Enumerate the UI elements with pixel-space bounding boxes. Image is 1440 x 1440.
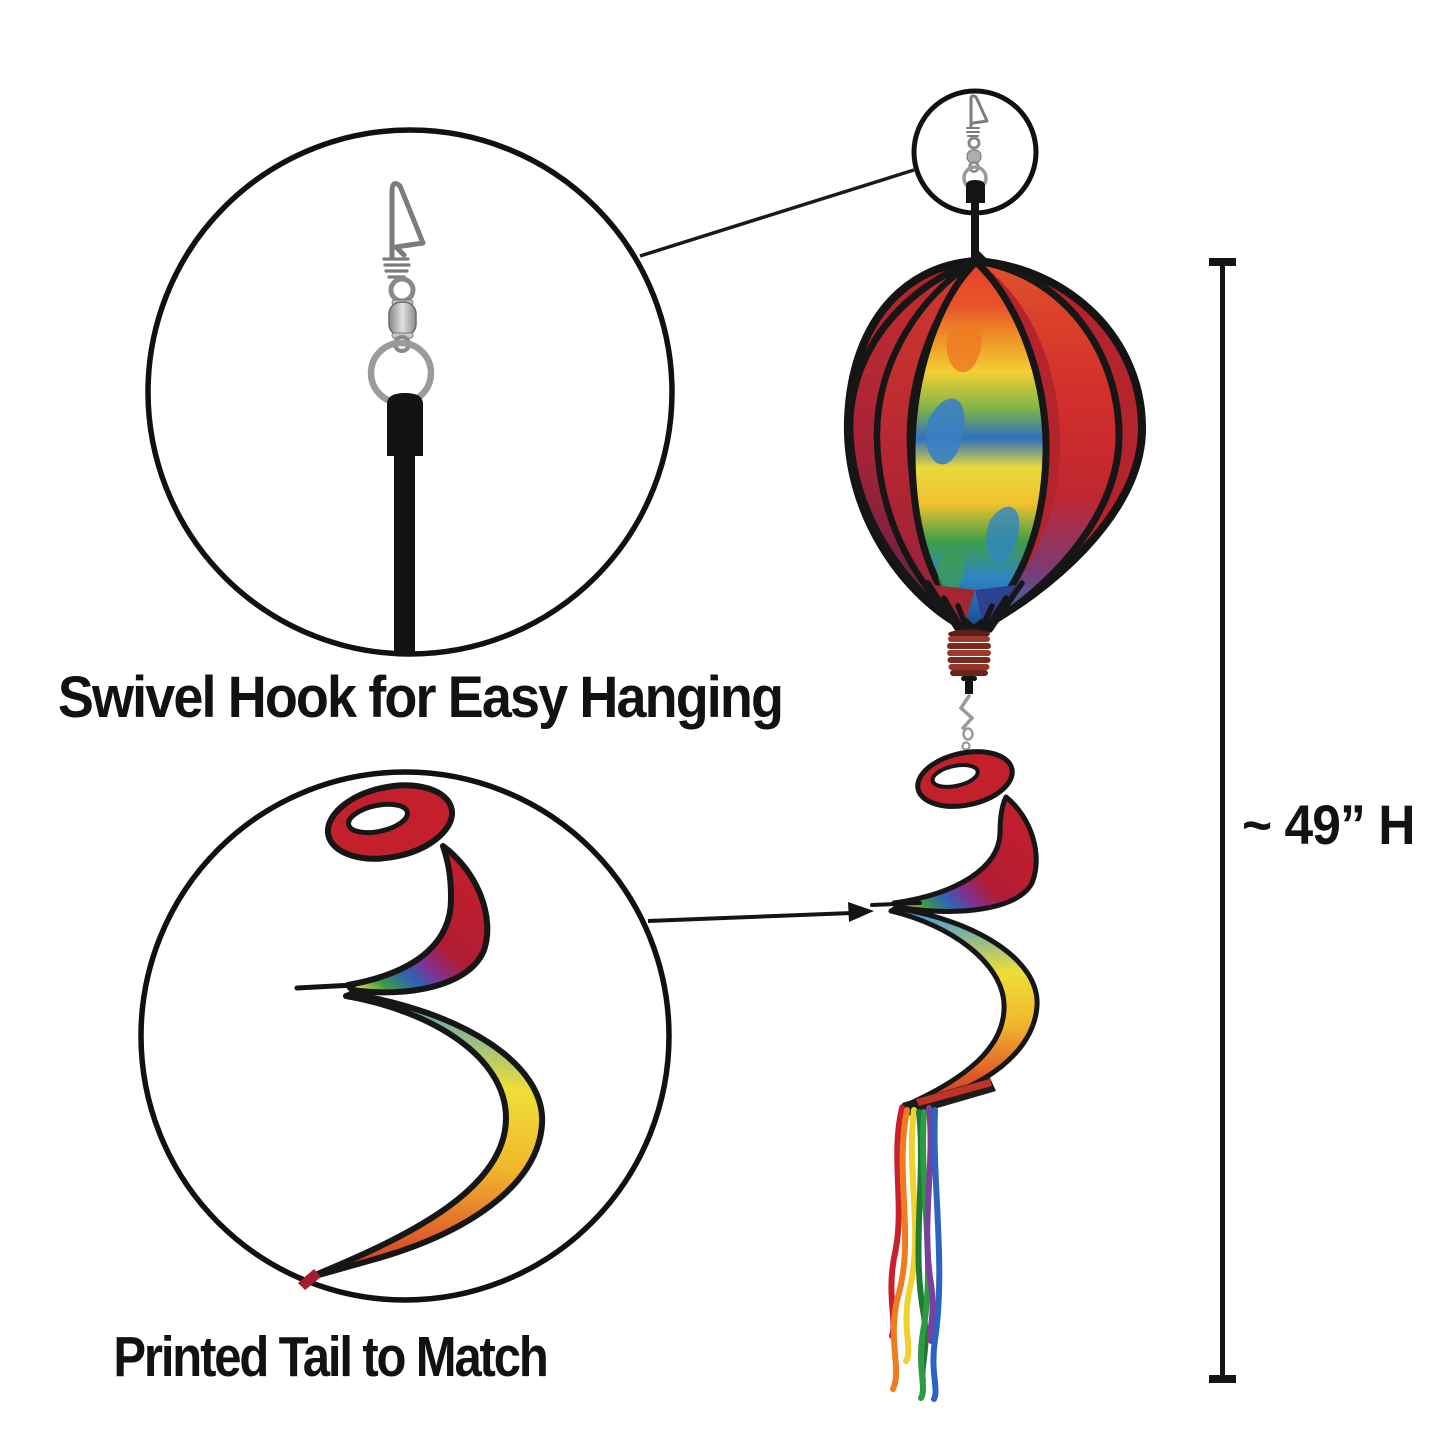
streamer-ribbon-green (918, 1109, 931, 1401)
streamer-attach-stripe (916, 1079, 992, 1106)
tiedye-streaks (925, 321, 1020, 593)
callout-circle-tail (138, 769, 672, 1303)
streamer-ribbons (888, 1105, 943, 1402)
balloon-top-rod (971, 205, 979, 263)
connector-line (639, 168, 915, 258)
hot-air-balloon-spinner (843, 205, 1147, 751)
printed-tail-closeup (294, 782, 546, 1290)
height-dimension-label: ~ 49” H (1242, 793, 1415, 856)
swivel-hook-label: Swivel Hook for Easy Hanging (57, 665, 784, 730)
dimension-line (1209, 258, 1236, 1383)
streamer-ribbon-orange (890, 1107, 910, 1392)
swivel-hook-mini-icon (962, 94, 989, 203)
callout-circle-hook-small (911, 88, 1039, 265)
tail-pinch-line (870, 901, 922, 907)
dimension-cap-bottom (1209, 1375, 1236, 1383)
rod-cap (387, 393, 423, 456)
tail-top-loop (915, 749, 1015, 809)
tail-tip (298, 1269, 321, 1290)
tail-upper-band (891, 794, 1039, 914)
tail-lower-band (888, 905, 1040, 1110)
neck-prongs (925, 580, 1025, 635)
arrowhead-icon (848, 902, 874, 922)
rod-closeup (394, 455, 415, 655)
streamer-ribbon-purple (924, 1105, 936, 1344)
lower-swivel-clip (958, 676, 977, 751)
spiral-tail (870, 749, 1040, 1402)
pointer-arrow (647, 902, 874, 923)
spring-coil (947, 629, 991, 676)
streamer-ribbon-yellow (903, 1107, 919, 1364)
balloon-top-cap (965, 251, 991, 263)
callout-circle-swivel (145, 127, 675, 657)
dimension-bar (1220, 262, 1225, 1379)
swivel-hook-closeup-icon (367, 181, 435, 655)
printed-tail-label: Printed Tail to Match (113, 1325, 548, 1389)
streamer-ribbon-blue (930, 1107, 943, 1402)
